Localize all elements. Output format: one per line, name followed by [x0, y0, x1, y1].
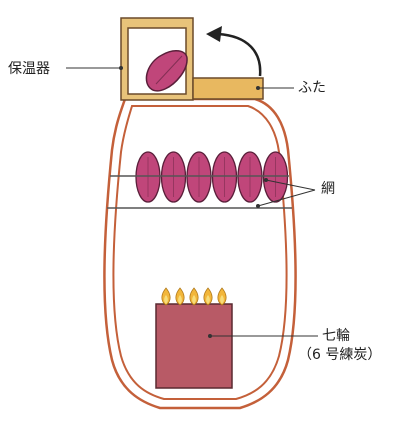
lid: [192, 77, 264, 100]
curved-arrow-head: [206, 26, 222, 42]
stove-label: 七輪: [322, 328, 350, 344]
net-leader-dot-a: [264, 178, 268, 182]
lid-leader-dot: [256, 86, 260, 90]
curved-arrow-icon: [217, 32, 262, 77]
flame-core: [220, 295, 224, 304]
flame-row: [161, 287, 227, 306]
stove-detail-label: （6 号練炭）: [298, 347, 382, 363]
sweet-potato-row: [135, 151, 289, 203]
stove-leader-dot: [208, 334, 212, 338]
net-leader-line-a: [265, 179, 316, 191]
flame-core: [164, 295, 168, 304]
net-label: 網: [321, 181, 335, 197]
flame-core: [206, 295, 210, 304]
net-leader-dot-b: [256, 204, 260, 208]
net-leader-line-b: [257, 189, 316, 207]
warmer-sweet-potato-icon: [145, 50, 188, 92]
flame-core: [178, 295, 182, 304]
flame-core: [192, 295, 196, 304]
warmer-potato-crease: [155, 55, 183, 85]
lid-label: ふた: [298, 80, 326, 96]
warmer-label: 保温器: [8, 61, 50, 77]
stove-body: [155, 303, 233, 389]
warmer-leader-dot: [119, 66, 123, 70]
